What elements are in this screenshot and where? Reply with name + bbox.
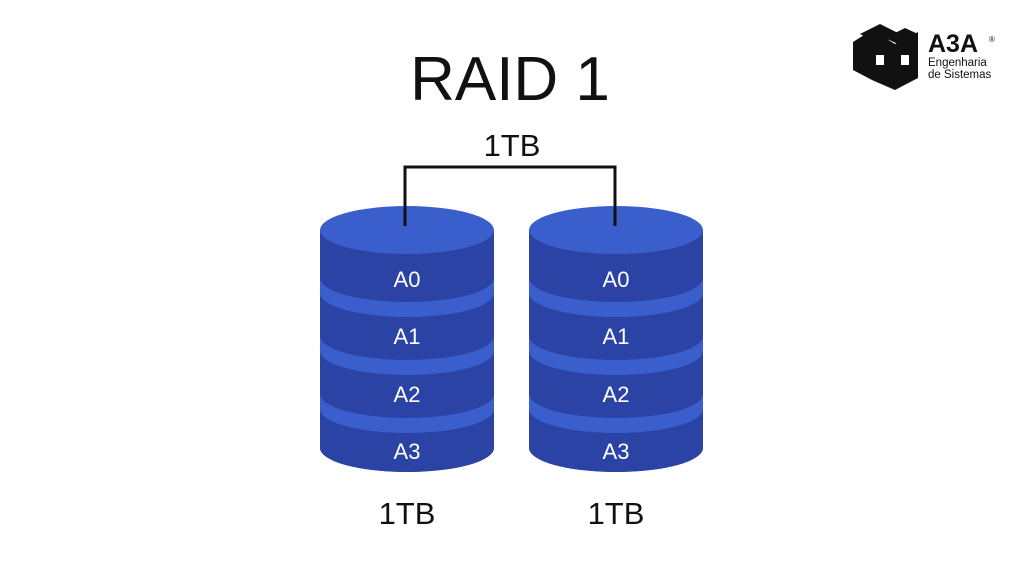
mirror-connector xyxy=(403,165,617,226)
disk-1-capacity: 1TB xyxy=(379,496,436,531)
logo-name: A3A xyxy=(928,30,978,58)
logo-line2: de Sistemas xyxy=(928,69,992,81)
disk-block-segment xyxy=(529,351,703,418)
disk-block-segment xyxy=(529,409,703,472)
block-label: A2 xyxy=(603,382,630,407)
disk-block-segment xyxy=(529,293,703,360)
block-label: A0 xyxy=(603,267,630,292)
disk-block-segment xyxy=(320,293,494,360)
disk-block-segment xyxy=(320,351,494,418)
logo-line1: Engenharia xyxy=(928,57,987,69)
disk-top xyxy=(529,206,703,254)
block-label: A3 xyxy=(603,439,630,464)
disk-block-segment xyxy=(320,409,494,472)
block-label: A1 xyxy=(394,324,421,349)
logo-registered: ® xyxy=(989,35,995,44)
block-label: A2 xyxy=(394,382,421,407)
array-capacity-label: 1TB xyxy=(484,128,541,163)
a3a-logo: A3A ® Engenharia de Sistemas xyxy=(853,24,995,90)
disk-top xyxy=(320,206,494,254)
logo-mark-icon xyxy=(853,24,918,90)
block-label: A1 xyxy=(603,324,630,349)
diagram-title: RAID 1 xyxy=(410,45,610,114)
block-label: A3 xyxy=(394,439,421,464)
disk-2-capacity: 1TB xyxy=(588,496,645,531)
block-label: A0 xyxy=(394,267,421,292)
